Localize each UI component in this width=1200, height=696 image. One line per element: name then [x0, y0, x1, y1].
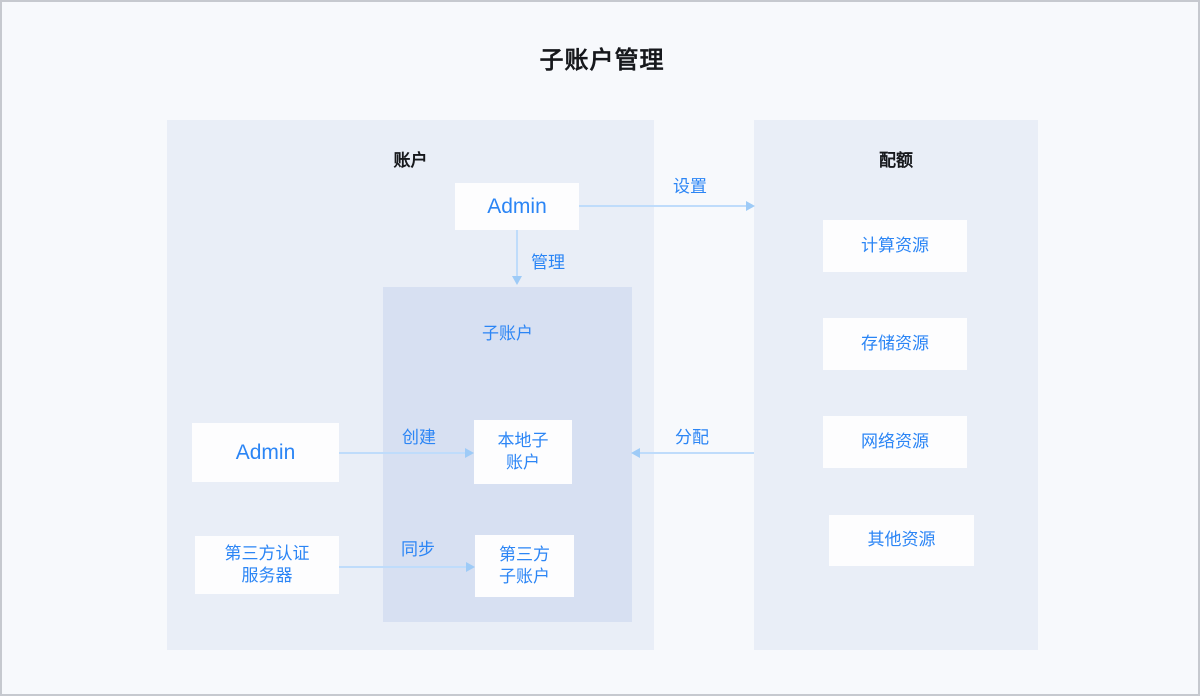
node-third-party-auth-server-line1: 第三方认证 [224, 543, 310, 563]
node-other-resource-label: 其他资源 [867, 530, 936, 550]
connector-manage-line [516, 230, 518, 278]
edge-label-sync: 同步 [401, 540, 435, 559]
sub-accounts-label: 子账户 [482, 324, 533, 343]
connector-sync-arrowhead-icon [466, 562, 475, 572]
node-local-sub-account-line1: 本地子 [497, 430, 549, 450]
node-local-sub-account[interactable]: 本地子 账户 [474, 420, 572, 484]
connector-settings-line [579, 205, 747, 207]
node-third-party-sub-account-line1: 第三方 [499, 544, 550, 564]
node-admin-top[interactable]: Admin [455, 183, 579, 230]
node-compute-resource-label: 计算资源 [861, 235, 929, 255]
edge-label-create: 创建 [402, 428, 436, 447]
node-admin-left[interactable]: Admin [192, 423, 339, 482]
node-storage-resource-label: 存储资源 [861, 333, 929, 353]
node-local-sub-account-text: 本地子 账户 [498, 430, 549, 474]
node-third-party-auth-server-text: 第三方认证 服务器 [225, 543, 310, 587]
edge-label-settings: 设置 [673, 177, 707, 196]
edge-label-allocate: 分配 [675, 428, 709, 447]
node-third-party-sub-account-text: 第三方 子账户 [499, 544, 550, 588]
connector-create-arrowhead-icon [465, 448, 474, 458]
quota-panel-title: 配额 [879, 151, 913, 170]
node-compute-resource[interactable]: 计算资源 [823, 220, 967, 272]
connector-sync-line [339, 566, 468, 568]
node-storage-resource[interactable]: 存储资源 [823, 318, 967, 370]
node-local-sub-account-line2: 账户 [506, 453, 540, 472]
node-third-party-sub-account[interactable]: 第三方 子账户 [475, 535, 574, 597]
connector-allocate-arrowhead-icon [631, 448, 640, 458]
edge-label-manage: 管理 [531, 253, 565, 272]
node-third-party-auth-server[interactable]: 第三方认证 服务器 [195, 536, 339, 594]
quota-panel: 配额 [754, 120, 1038, 650]
node-network-resource[interactable]: 网络资源 [823, 416, 967, 468]
node-admin-left-label: Admin [235, 440, 296, 464]
node-admin-top-label: Admin [487, 194, 547, 218]
node-third-party-sub-account-line2: 子账户 [499, 567, 550, 586]
node-other-resource[interactable]: 其他资源 [829, 515, 974, 566]
connector-create-line [339, 452, 467, 454]
connector-settings-arrowhead-icon [746, 201, 755, 211]
page-title: 子账户管理 [539, 47, 665, 74]
node-third-party-auth-server-line2: 服务器 [241, 566, 293, 585]
connector-manage-arrowhead-icon [512, 276, 522, 285]
connector-allocate-line [640, 452, 754, 454]
accounts-panel-title: 账户 [393, 151, 428, 170]
node-network-resource-label: 网络资源 [861, 431, 929, 451]
